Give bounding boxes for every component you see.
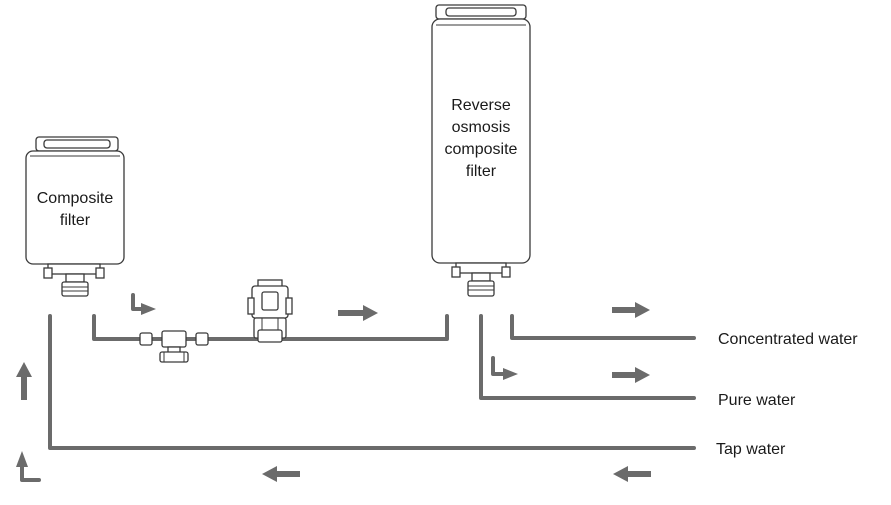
tap-water-pipe <box>48 314 696 450</box>
tee-fitting <box>139 330 209 363</box>
composite-filter-label-line1: Composite <box>37 190 114 207</box>
concentrated-water-pipe <box>510 314 696 340</box>
concentrated-water-label: Concentrated water <box>718 331 858 348</box>
composite-filter: Composite filter <box>25 136 125 297</box>
ro-filter-label-line1: Reverse <box>451 97 511 114</box>
ro-composite-filter: Reverse osmosis composite filter <box>431 4 531 297</box>
flow-arrow-left-2 <box>613 466 651 482</box>
flow-arrow-bent-up-right <box>16 451 41 482</box>
flow-arrow-up <box>16 362 32 400</box>
ro-filter-label-line3: composite <box>445 141 518 158</box>
flow-arrow-right-3 <box>612 367 650 383</box>
flow-arrow-right-1 <box>338 305 378 321</box>
composite-filter-label-line2: filter <box>60 212 91 229</box>
ro-filter-label-line4: filter <box>466 163 497 180</box>
flow-arrow-bent-down-right-1 <box>131 293 156 315</box>
tap-water-label: Tap water <box>716 441 786 458</box>
flow-arrow-left-1 <box>262 466 300 482</box>
booster-pump <box>247 279 293 343</box>
flow-arrow-right-2 <box>612 302 650 318</box>
pure-water-label: Pure water <box>718 392 796 409</box>
ro-filter-label-line2: osmosis <box>452 119 511 136</box>
pure-water-pipe <box>479 314 696 400</box>
flow-arrow-bent-down-right-2 <box>491 356 518 380</box>
